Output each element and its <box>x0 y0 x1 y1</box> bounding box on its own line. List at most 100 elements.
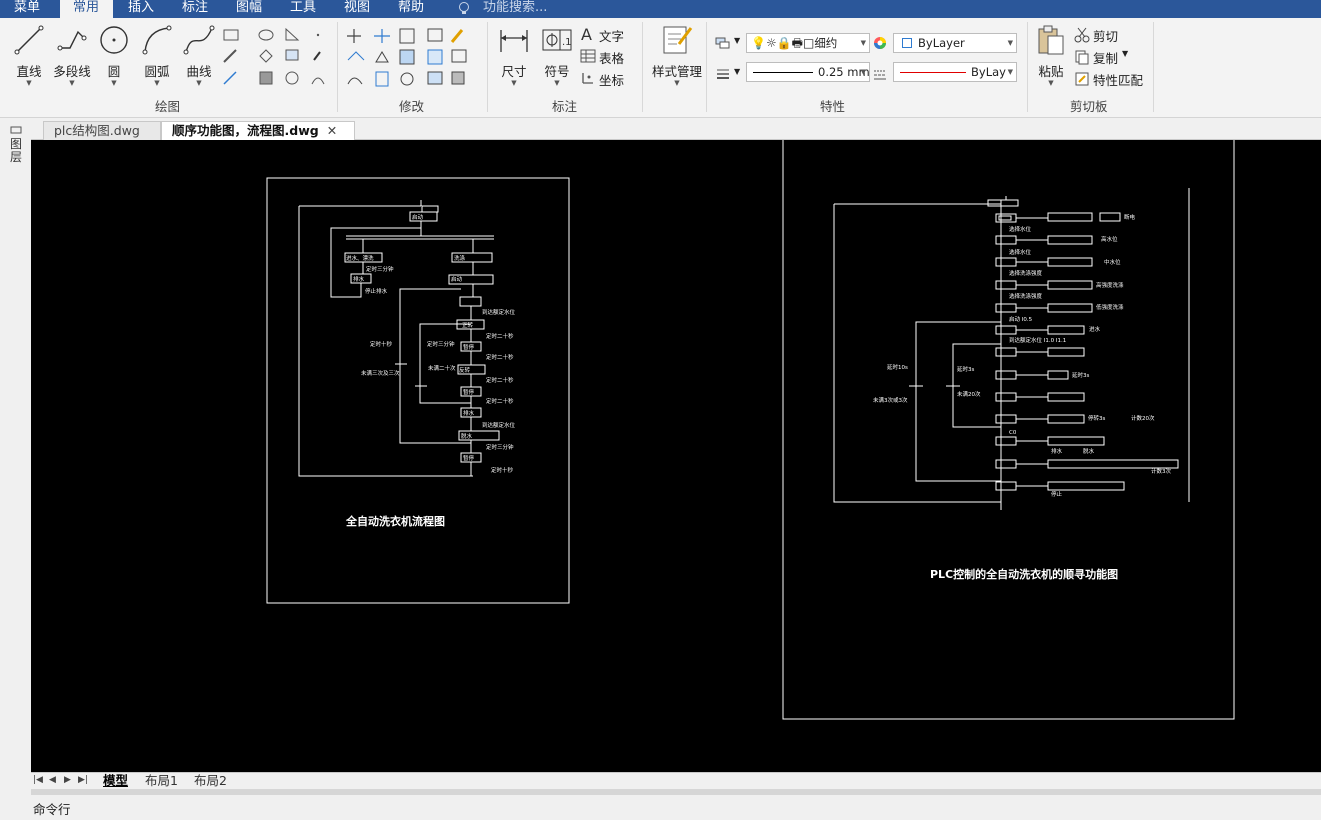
left-label-spin: 脱水 <box>461 432 473 440</box>
right-drawing-title: PLC控制的全自动洗衣机的顺寻功能图 <box>930 567 1118 581</box>
close-tab-icon[interactable]: ✕ <box>326 123 338 138</box>
left-label-drain2: 排水 <box>463 409 475 417</box>
svg-text:断电: 断电 <box>1124 213 1136 221</box>
dimension-icon <box>500 30 528 52</box>
draw-tools-grid[interactable] <box>222 26 332 92</box>
table-icon <box>580 49 596 63</box>
left-label-timer10: 定时十秒 <box>370 340 393 348</box>
svg-text:选择洗涤强度: 选择洗涤强度 <box>1009 269 1043 277</box>
paste-button[interactable]: 粘贴▼ <box>1034 24 1068 87</box>
svg-text:排水: 排水 <box>1051 447 1063 455</box>
modify-tools-grid[interactable] <box>344 26 484 92</box>
command-line[interactable]: 命令行 <box>0 795 1321 820</box>
left-label-stop-drain: 停止排水 <box>365 287 388 295</box>
menu-main[interactable]: 菜单 <box>14 0 41 15</box>
menu-home[interactable]: 常用 <box>60 0 113 18</box>
left-label-drain: 排水 <box>353 275 365 283</box>
cut-button[interactable]: 剪切 <box>1093 29 1119 44</box>
menu-help[interactable]: 帮助 <box>398 0 425 15</box>
menu-annotate[interactable]: 标注 <box>182 0 209 15</box>
style-manager-button[interactable]: 样式管理▼ <box>650 24 704 87</box>
match-properties-button[interactable]: 特性匹配 <box>1093 73 1144 88</box>
menu-tools[interactable]: 工具 <box>290 0 317 15</box>
table-button[interactable]: 表格 <box>599 51 625 66</box>
search-input[interactable]: 功能搜索... <box>483 0 548 15</box>
command-line-label: 命令行 <box>33 802 71 817</box>
polyline-icon <box>57 30 87 51</box>
tab-sequence-function[interactable]: 顺序功能图，流程图.dwg✕ <box>161 121 355 140</box>
layer-panel-label[interactable]: 图层 <box>10 137 23 164</box>
svg-text:到达额定水位 I1.0 I1.1: 到达额定水位 I1.0 I1.1 <box>1009 336 1066 344</box>
scissors-icon <box>1074 27 1090 43</box>
svg-text:中水位: 中水位 <box>1104 258 1121 266</box>
modify-group-label: 修改 <box>399 99 425 114</box>
tab-model[interactable]: 模型 <box>103 773 129 788</box>
left-label-timer20-a: 定时二十秒 <box>486 332 514 340</box>
pin-icon[interactable] <box>9 125 23 135</box>
coordinate-button[interactable]: 坐标 <box>599 73 625 88</box>
next-layout-icon[interactable]: ▶ <box>64 775 71 785</box>
left-label-timer20-b: 定时二十秒 <box>486 353 514 361</box>
left-label-times20: 未满二十次 <box>428 364 456 372</box>
svg-text:计数3次: 计数3次 <box>1151 467 1171 475</box>
text-icon: A <box>581 26 592 42</box>
annotate-group-label: 标注 <box>552 99 578 114</box>
svg-text:选择洗涤强度: 选择洗涤强度 <box>1009 292 1043 300</box>
line-button[interactable]: 直线▼ <box>12 24 46 87</box>
svg-text:延时10s: 延时10s <box>887 363 908 371</box>
linetype-dropdown[interactable]: ByLay▼ <box>893 62 1017 82</box>
curve-button[interactable]: 曲线▼ <box>182 24 216 87</box>
left-flowchart <box>298 200 500 477</box>
color-wheel-icon[interactable] <box>873 36 887 50</box>
layer-states-icon[interactable] <box>714 36 732 50</box>
svg-text:计数20次: 计数20次 <box>1131 414 1155 422</box>
prev-layout-icon[interactable]: ◀ <box>49 775 56 785</box>
text-button[interactable]: 文字 <box>599 29 625 44</box>
svg-text:停止: 停止 <box>1051 490 1063 498</box>
layer-dropdown[interactable]: 💡☼🔒🖶□细约▼ <box>746 33 870 53</box>
command-splitter[interactable] <box>31 789 1321 795</box>
tab-plc-structure[interactable]: plc结构图.dwg <box>43 121 161 140</box>
clipboard-group-label: 剪切板 <box>1070 99 1108 114</box>
tab-layout1[interactable]: 布局1 <box>145 773 178 788</box>
ribbon: 直线▼ 多段线▼ 圆▼ 圆弧▼ 曲线▼ 绘图 <box>0 18 1321 118</box>
svg-text:选择水位: 选择水位 <box>1009 248 1032 256</box>
first-layout-icon[interactable]: |◀ <box>33 775 43 785</box>
cad-drawing[interactable]: 启动 进水、漂洗 定时三分钟 排水 停止排水 洗涤 启动 到达额定水位 正转 定… <box>31 140 1321 772</box>
svg-text:未满20次: 未满20次 <box>957 390 981 398</box>
line-icon <box>14 25 44 55</box>
right-sfc-diagram <box>833 188 1190 510</box>
left-label-water-level: 到达额定水位 <box>482 308 516 316</box>
svg-text:延时3s: 延时3s <box>1072 371 1089 379</box>
left-label-fill: 进水、漂洗 <box>346 254 374 262</box>
svg-text:未满3次或3次: 未满3次或3次 <box>873 396 908 404</box>
menu-insert[interactable]: 插入 <box>128 0 155 15</box>
right-sheet-border <box>782 140 1235 720</box>
svg-text:高水位: 高水位 <box>1101 235 1118 243</box>
svg-text:低强度洗涤: 低强度洗涤 <box>1096 303 1124 311</box>
left-label-reverse: 反转 <box>459 366 471 374</box>
tab-layout2[interactable]: 布局2 <box>194 773 227 788</box>
left-flowchart-labels: 启动 进水、漂洗 定时三分钟 排水 停止排水 洗涤 启动 到达额定水位 正转 定… <box>346 213 516 474</box>
color-dropdown[interactable]: ByLayer▼ <box>893 33 1017 53</box>
left-drawing-title: 全自动洗衣机流程图 <box>345 514 445 528</box>
left-label-timer20-c: 定时二十秒 <box>486 376 514 384</box>
symbol-button[interactable]: .1 符号▼ <box>540 24 574 87</box>
left-label-timer-end: 定时十秒 <box>491 466 514 474</box>
dimension-button[interactable]: 尺寸▼ <box>497 24 531 87</box>
left-label-water-level2: 到达额定水位 <box>482 421 516 429</box>
arc-button[interactable]: 圆弧▼ <box>140 24 174 87</box>
svg-text:.1: .1 <box>562 37 572 48</box>
menu-view[interactable]: 视图 <box>344 0 371 15</box>
menu-frame[interactable]: 图幅 <box>236 0 263 15</box>
left-label-start2: 启动 <box>451 275 463 283</box>
last-layout-icon[interactable]: ▶| <box>78 775 88 785</box>
svg-text:A: A <box>581 26 592 42</box>
copy-icon <box>1075 50 1089 65</box>
polyline-button[interactable]: 多段线▼ <box>52 24 92 87</box>
drawing-canvas[interactable]: 启动 进水、漂洗 定时三分钟 排水 停止排水 洗涤 启动 到达额定水位 正转 定… <box>31 140 1321 772</box>
left-label-wash: 洗涤 <box>454 254 466 262</box>
lineweight-dropdown[interactable]: 0.25 mm▼ <box>746 62 870 82</box>
copy-button[interactable]: 复制 <box>1093 51 1119 66</box>
circle-button[interactable]: 圆▼ <box>98 24 130 87</box>
